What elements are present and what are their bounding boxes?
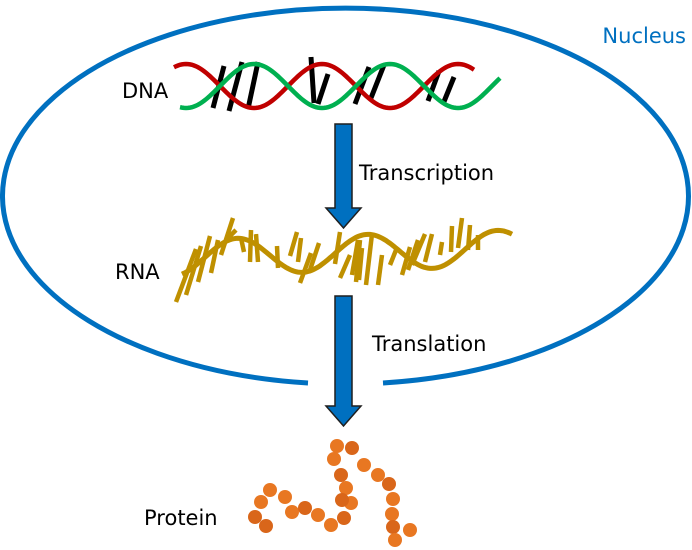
rna-base — [297, 252, 314, 284]
rna-base — [349, 239, 361, 276]
rna-base — [422, 233, 435, 263]
dna-label: DNA — [122, 79, 169, 103]
amino-acid-bead — [285, 505, 299, 519]
amino-acid-bead — [334, 468, 348, 482]
rna-base — [375, 254, 385, 286]
rna-base — [183, 245, 204, 296]
amino-acid-bead — [403, 523, 417, 537]
amino-acid-bead — [259, 519, 273, 533]
amino-acid-bead — [388, 533, 402, 547]
amino-acid-bead — [278, 490, 292, 504]
translation-label: Translation — [371, 332, 486, 356]
dna-base-pair — [315, 73, 331, 105]
amino-acid-bead — [386, 492, 400, 506]
amino-acid-bead — [298, 501, 312, 515]
rna-base — [455, 217, 465, 249]
rna-base — [437, 241, 445, 256]
amino-acid-bead — [248, 510, 262, 524]
rna-base — [405, 239, 421, 271]
rna-base — [295, 237, 304, 263]
amino-acid-bead — [339, 481, 353, 495]
rna-base — [353, 239, 363, 283]
rna-label: RNA — [115, 260, 160, 284]
rna-base — [337, 254, 353, 279]
amino-acid-bead — [382, 477, 396, 491]
amino-acid-bead — [311, 508, 325, 522]
amino-acid-bead — [337, 511, 351, 525]
amino-acid-bead — [263, 483, 277, 497]
rna-base — [356, 247, 365, 281]
protein-label: Protein — [144, 506, 218, 530]
translation-arrow — [324, 295, 363, 428]
protein-chain — [248, 439, 417, 547]
amino-acid-bead — [371, 468, 385, 482]
rna-base — [387, 249, 399, 266]
dna-base-pair — [245, 61, 261, 110]
rna-strand — [173, 217, 514, 303]
rna-base — [173, 248, 199, 303]
rna-base — [448, 225, 455, 253]
rna-base — [363, 233, 375, 286]
nucleus-membrane — [0, 5, 691, 386]
rna-base — [226, 228, 238, 240]
amino-acid-bead — [385, 507, 399, 521]
rna-base — [247, 229, 254, 263]
dna-strand-green — [179, 61, 502, 111]
dna-base-pair — [440, 76, 457, 105]
nucleus-label: Nucleus — [602, 24, 686, 48]
amino-acid-bead — [345, 441, 359, 455]
transcription-arrow — [324, 123, 363, 230]
amino-acid-bead — [324, 518, 338, 532]
rna-backbone — [180, 227, 514, 277]
amino-acid-bead — [335, 493, 349, 507]
rna-base — [287, 231, 300, 257]
rna-bases — [173, 217, 481, 303]
rna-base — [399, 246, 413, 276]
amino-acid-bead — [254, 495, 268, 509]
amino-acid-bead — [330, 439, 344, 453]
rna-base — [307, 242, 322, 271]
amino-acid-bead — [327, 452, 341, 466]
transcription-label: Transcription — [358, 161, 494, 185]
amino-acid-bead — [386, 520, 400, 534]
dna-base-pair — [368, 64, 387, 99]
amino-acid-bead — [357, 458, 371, 472]
dna-double-helix — [172, 56, 502, 112]
